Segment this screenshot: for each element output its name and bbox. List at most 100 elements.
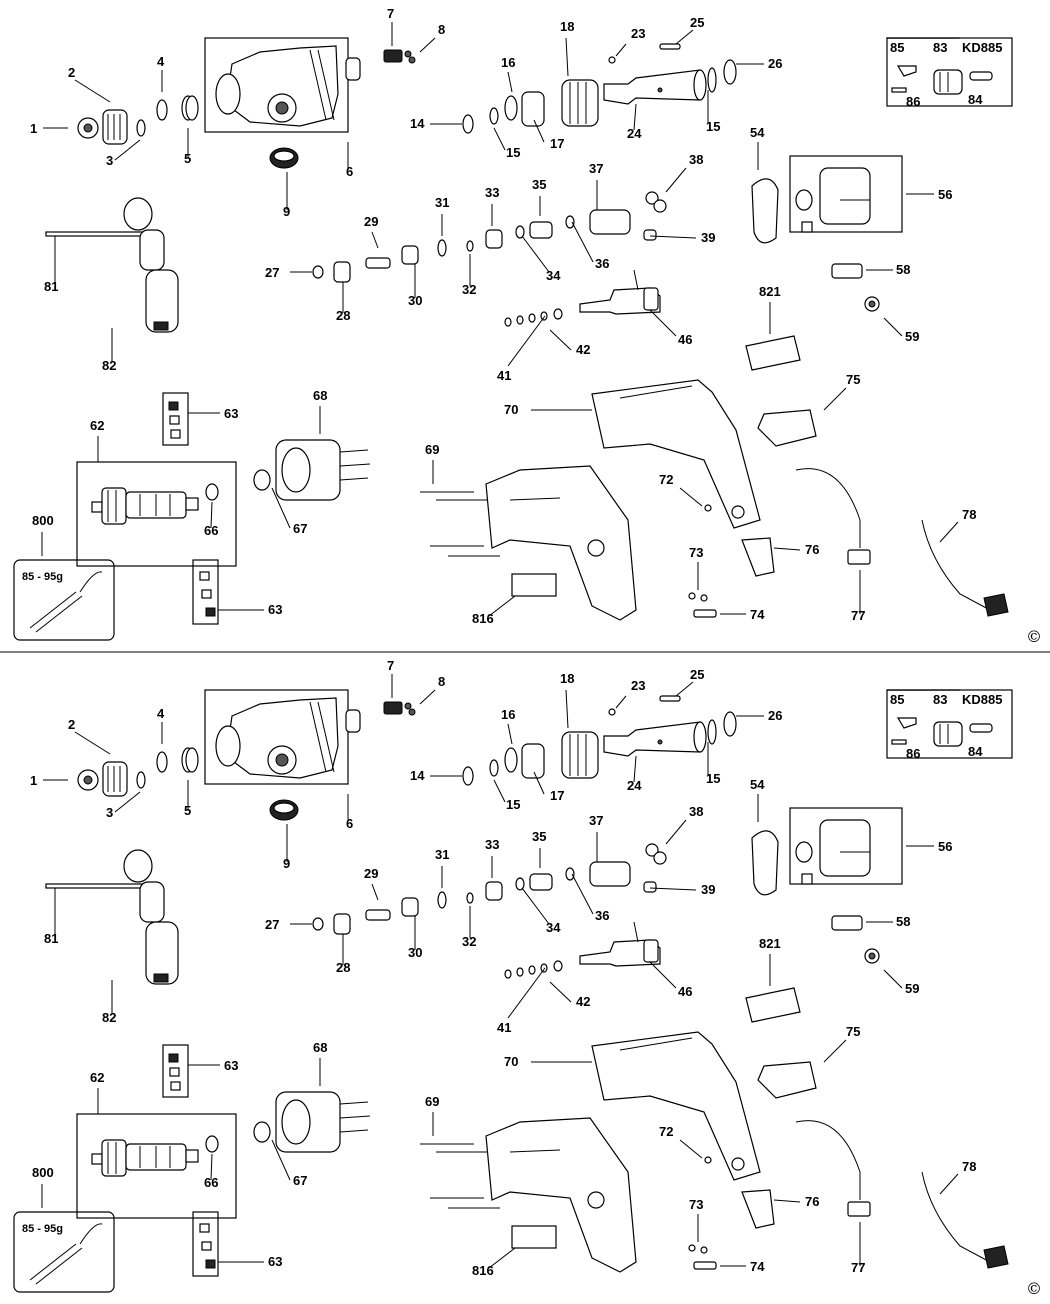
part-number-label: 32: [462, 282, 476, 297]
part-number-label: 6: [346, 816, 353, 831]
part-number-label: 38: [689, 804, 703, 819]
housing-rib: [309, 49, 327, 121]
cord-guard-76-part: [741, 537, 775, 577]
brush-63-lower-b: [201, 1241, 212, 1251]
fan-62-part: [101, 1139, 127, 1177]
label-816-part: [511, 573, 557, 597]
part-number-label: 7: [387, 6, 394, 21]
housing-70-left-rib: [509, 1149, 561, 1153]
spring-5-part-b: [185, 747, 199, 773]
leader-line: [571, 221, 594, 263]
leader-line: [419, 37, 436, 53]
washer-3-part: [136, 119, 146, 137]
leader-line: [823, 387, 847, 411]
leader-line: [883, 969, 903, 989]
ring-38-part-b: [653, 199, 667, 213]
part-number-label: 69: [425, 1094, 439, 1109]
sleeve-33-part: [485, 229, 503, 249]
part-number-label: 39: [701, 230, 715, 245]
leader-line: [679, 1139, 703, 1159]
part-number-label: 821: [759, 284, 781, 299]
armature-box: [76, 461, 237, 567]
screw-86-part: [891, 739, 907, 745]
brush-63-lower-b: [201, 589, 212, 599]
spindle-24-hole: [657, 739, 663, 745]
gear-35-part: [529, 221, 553, 239]
part-number-label: 16: [501, 707, 515, 722]
switch-75-part: [757, 1061, 817, 1099]
screw-8-part-b: [408, 56, 416, 64]
washer-41-part-d: [540, 963, 548, 973]
part-number-label: 62: [90, 1070, 104, 1085]
part-number-label: 18: [560, 19, 574, 34]
armature-box: [76, 1113, 237, 1219]
part-number-label: 81: [44, 279, 58, 294]
gearbox-housing-box: [204, 689, 349, 785]
part-number-label: 36: [595, 256, 609, 271]
cap-56b-part: [801, 221, 813, 233]
part-number-label: 25: [690, 667, 704, 682]
leader-line: [114, 139, 141, 161]
grease-quantity-caption: 85 - 95g: [22, 1223, 63, 1235]
leader-line: [679, 487, 703, 507]
bearing-66-part: [205, 483, 219, 501]
housing-70-right-part: [591, 1031, 761, 1181]
ring-38-part: [645, 843, 659, 857]
part-number-label: 56: [938, 839, 952, 854]
stator-68-terminal: [339, 1101, 369, 1105]
screw-8-part: [404, 50, 412, 58]
part-number-label: 15: [706, 119, 720, 134]
washer-15-right-part: [707, 719, 717, 745]
leader-line: [371, 231, 379, 249]
part-number-label: 30: [408, 293, 422, 308]
cord-clamp-74-part: [693, 609, 717, 618]
part-number-label: 18: [560, 671, 574, 686]
shaft-46-part: [579, 287, 661, 315]
brush-63-lower-part: [199, 1223, 210, 1233]
screw-73-part-b: [700, 1246, 708, 1254]
part-number-label: 42: [576, 994, 590, 1009]
part-number-label: 82: [102, 358, 116, 373]
part-number-label: 27: [265, 917, 279, 932]
leader-line: [371, 883, 379, 901]
part-number-label: 36: [595, 908, 609, 923]
commutator-62-part: [185, 497, 199, 511]
brush-63-lower-part: [199, 571, 210, 581]
part-number-label: 54: [750, 777, 765, 792]
part-number-label: 77: [851, 1260, 865, 1275]
part-number-label: 83: [933, 40, 947, 55]
washer-34-part: [515, 877, 525, 891]
brush-63-part-b: [169, 415, 180, 425]
part-number-label: 63: [268, 602, 282, 617]
part-number-label: 56: [938, 187, 952, 202]
kd885-box-title: KD885: [962, 692, 1002, 707]
part-number-label: 38: [689, 152, 703, 167]
part-number-label: 58: [896, 262, 910, 277]
part-number-label: 31: [435, 195, 449, 210]
shaft-46-gear: [643, 939, 659, 963]
leader-line: [633, 755, 637, 783]
side-handle-82-grip: [145, 921, 179, 985]
screw-73-part: [688, 1244, 696, 1252]
leader-line: [939, 521, 959, 543]
leader-line: [521, 887, 550, 925]
bearing-66-part: [205, 1135, 219, 1153]
shaft-46-gear: [643, 287, 659, 311]
sleeve-37-part: [589, 861, 631, 887]
stator-68-terminal-c: [339, 477, 369, 481]
leader-line: [74, 731, 111, 755]
part-number-label: 8: [438, 22, 445, 37]
leader-line: [675, 29, 694, 45]
cord-guard-76-part: [741, 1189, 775, 1229]
part-number-label: 6: [346, 164, 353, 179]
gear-35-part: [529, 873, 553, 891]
part-number-label: 33: [485, 837, 499, 852]
part-number-label: 29: [364, 214, 378, 229]
o-ring-14-part: [462, 766, 474, 786]
part-number-label: 816: [472, 611, 494, 626]
chuck-key-85-part: [896, 717, 917, 729]
part-number-label: 76: [805, 542, 819, 557]
part-number-label: 59: [905, 981, 919, 996]
grease-box: [13, 559, 115, 641]
